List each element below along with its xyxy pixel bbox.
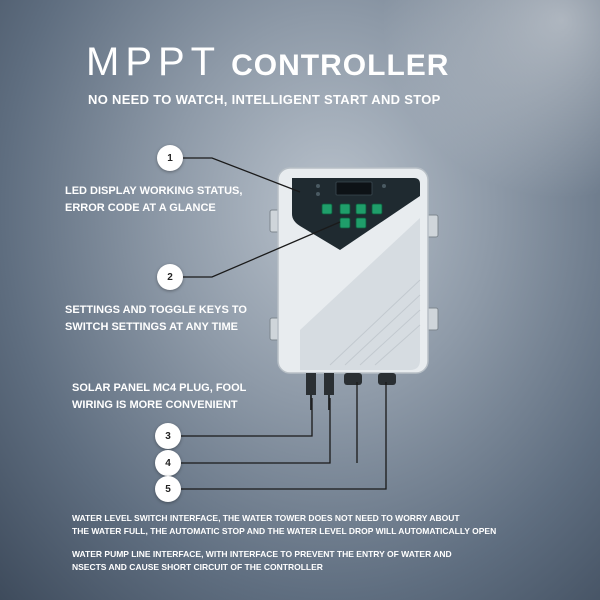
callout-text-1: LED DISPLAY WORKING STATUS, ERROR CODE A…: [65, 183, 242, 217]
leader-lines: [181, 157, 387, 490]
callout-1-line-1: LED DISPLAY WORKING STATUS,: [65, 185, 243, 197]
light-glare: [380, 0, 600, 200]
callout-badge-1: 1: [157, 145, 183, 171]
callout-badge-3: 3: [155, 423, 181, 449]
pump-line-description: WATER PUMP LINE INTERFACE, WITH INTERFAC…: [72, 548, 452, 574]
callout-1-line-2: ERROR CODE AT A GLANCE: [65, 202, 216, 214]
page-subtitle: NO NEED TO WATCH, INTELLIGENT START AND …: [88, 92, 441, 107]
callout-2-line-1: SETTINGS AND TOGGLE KEYS TO: [65, 304, 247, 316]
control-buttons: [321, 203, 383, 229]
page-title: MPPT CONTROLLER: [86, 40, 449, 85]
pump-line-line-2: NSECTS AND CAUSE SHORT CIRCUIT OF THE CO…: [72, 562, 323, 572]
callout-2-line-2: SWITCH SETTINGS AT ANY TIME: [65, 321, 238, 333]
body-shading: [300, 218, 420, 370]
title-controller: CONTROLLER: [231, 49, 450, 82]
callout-text-3: SOLAR PANEL MC4 PLUG, FOOL WIRING IS MOR…: [72, 380, 246, 414]
callout-badge-2: 2: [157, 264, 183, 290]
led-display: [335, 181, 373, 196]
water-level-description: WATER LEVEL SWITCH INTERFACE, THE WATER …: [72, 512, 496, 538]
title-mppt: MPPT: [86, 40, 222, 84]
pump-line-line-1: WATER PUMP LINE INTERFACE, WITH INTERFAC…: [72, 549, 452, 559]
water-level-line-1: WATER LEVEL SWITCH INTERFACE, THE WATER …: [72, 513, 460, 523]
callout-3-line-2: WIRING IS MORE CONVENIENT: [72, 399, 238, 411]
callout-badge-4: 4: [155, 450, 181, 476]
callout-text-2: SETTINGS AND TOGGLE KEYS TO SWITCH SETTI…: [65, 302, 247, 336]
callout-badge-5: 5: [155, 476, 181, 502]
callout-3-line-1: SOLAR PANEL MC4 PLUG, FOOL: [72, 382, 247, 394]
bottom-connectors: [306, 373, 396, 410]
control-panel: [292, 178, 420, 250]
body-ridges: [329, 279, 421, 366]
water-level-line-2: THE WATER FULL, THE AUTOMATIC STOP AND T…: [72, 526, 497, 536]
status-leds: [316, 184, 386, 196]
